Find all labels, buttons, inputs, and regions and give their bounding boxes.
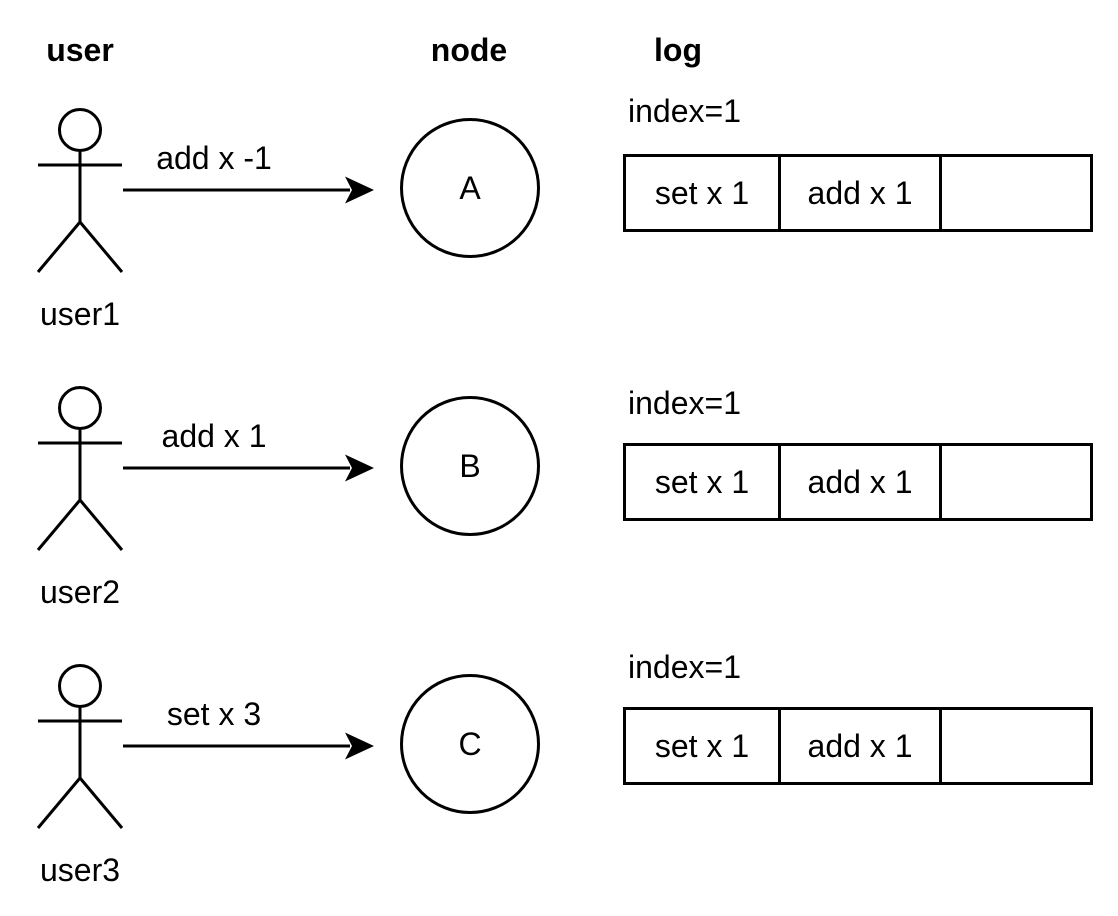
- column-header-log: log: [654, 32, 702, 68]
- log-cell: [939, 710, 1090, 782]
- log-cell: add x 1: [778, 446, 939, 518]
- log-index-label: index=1: [628, 93, 741, 129]
- stick-figure-icon: [36, 664, 124, 829]
- column-header-user: user: [46, 32, 114, 68]
- log-table: set x 1 add x 1: [623, 707, 1093, 785]
- stick-figure-icon: [36, 386, 124, 551]
- message-label: add x -1: [156, 140, 272, 176]
- stick-figure-icon: [36, 108, 124, 273]
- user-name-label: user1: [39, 296, 121, 332]
- message-arrow-icon: [123, 454, 374, 482]
- log-cell: set x 1: [654, 728, 750, 764]
- log-index-label: index=1: [628, 385, 741, 421]
- message-label: set x 3: [166, 696, 262, 732]
- log-cell: add x 1: [778, 157, 939, 229]
- log-table: set x 1 add x 1: [623, 443, 1093, 521]
- node-letter: B: [459, 448, 481, 484]
- log-table: set x 1 add x 1: [623, 154, 1093, 232]
- node-circle: [400, 396, 540, 536]
- node-circle: [400, 118, 540, 258]
- log-index-label: index=1: [628, 649, 741, 685]
- message-label: add x 1: [161, 418, 267, 454]
- message-arrow-icon: [123, 732, 374, 760]
- node-circle: [400, 674, 540, 814]
- log-cell: [939, 446, 1090, 518]
- column-header-node: node: [430, 32, 508, 68]
- log-cell: [939, 157, 1090, 229]
- log-cell: add x 1: [778, 710, 939, 782]
- node-letter: A: [459, 170, 481, 206]
- user-name-label: user3: [39, 852, 121, 888]
- message-arrow-icon: [123, 176, 374, 204]
- log-cell: set x 1: [654, 464, 750, 500]
- user-name-label: user2: [39, 574, 121, 610]
- log-cell: set x 1: [654, 175, 750, 211]
- node-letter: C: [458, 726, 482, 762]
